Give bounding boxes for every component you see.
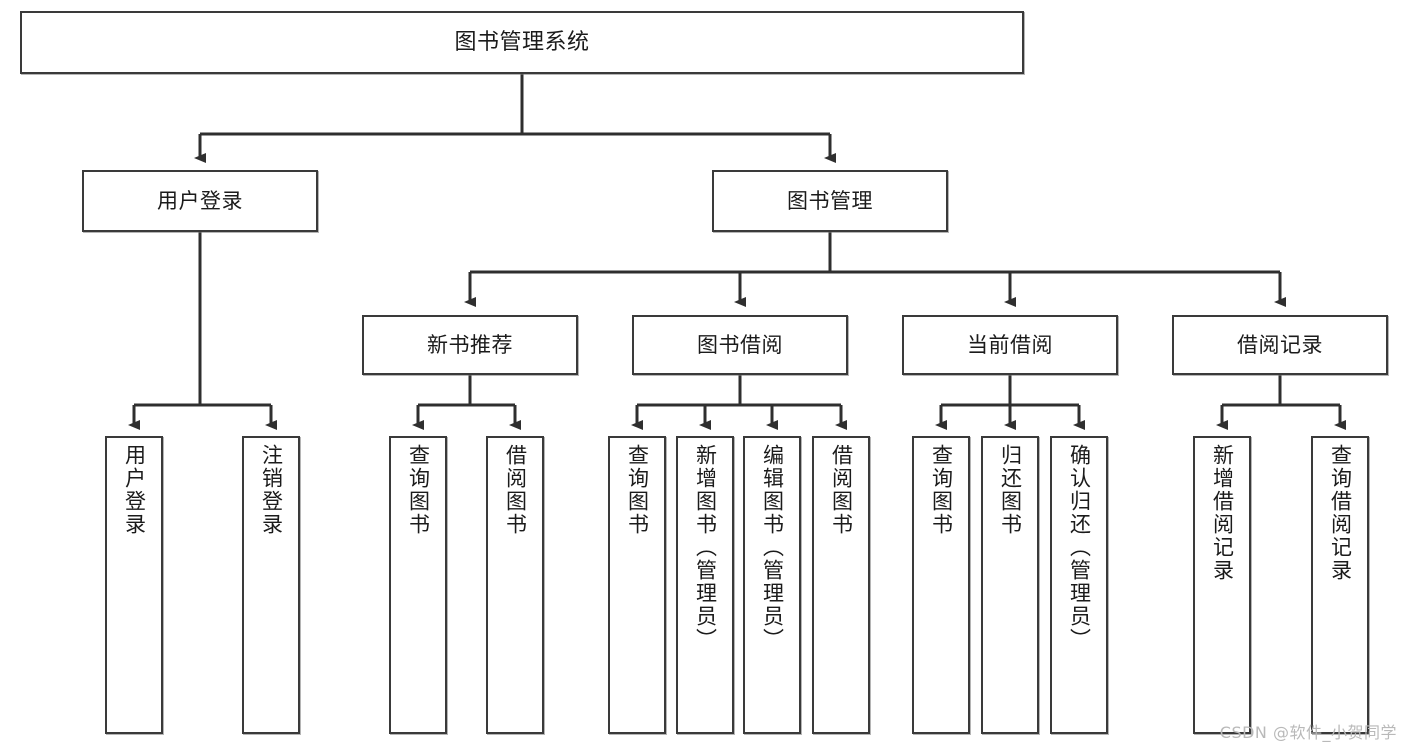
leaf-current-borrow-query-book[interactable]: 查询图书 xyxy=(912,436,970,734)
node-label: 图书管理 xyxy=(787,188,873,213)
node-label: 查询图书 xyxy=(929,444,954,536)
node-label: 查询图书 xyxy=(625,444,650,536)
node-label: 编辑图书（管理员） xyxy=(760,444,785,651)
leaf-current-borrow-return-book[interactable]: 归还图书 xyxy=(981,436,1039,734)
node-current-borrow[interactable]: 当前借阅 xyxy=(902,315,1118,375)
leaf-borrow-record-add-record[interactable]: 新增借阅记录 xyxy=(1193,436,1251,734)
node-root-book-management-system[interactable]: 图书管理系统 xyxy=(20,11,1024,74)
node-user-login[interactable]: 用户登录 xyxy=(82,170,318,232)
node-label: 借阅图书 xyxy=(503,444,528,536)
node-label: 借阅记录 xyxy=(1237,332,1323,357)
node-label: 新书推荐 xyxy=(427,332,513,357)
node-label: 图书借阅 xyxy=(697,332,783,357)
leaf-user-login-login[interactable]: 用户登录 xyxy=(105,436,163,734)
node-label: 当前借阅 xyxy=(967,332,1053,357)
leaf-book-borrow-add-book-admin[interactable]: 新增图书（管理员） xyxy=(676,436,734,734)
node-book-management[interactable]: 图书管理 xyxy=(712,170,948,232)
node-label: 新增图书（管理员） xyxy=(693,444,718,651)
node-label: 注销登录 xyxy=(259,444,284,536)
leaf-new-book-query-book[interactable]: 查询图书 xyxy=(389,436,447,734)
leaf-borrow-record-query-record[interactable]: 查询借阅记录 xyxy=(1311,436,1369,734)
node-label: 确认归还（管理员） xyxy=(1067,444,1092,651)
node-label: 图书管理系统 xyxy=(454,29,590,55)
leaf-book-borrow-edit-book-admin[interactable]: 编辑图书（管理员） xyxy=(743,436,801,734)
node-label: 用户登录 xyxy=(157,188,243,213)
node-label: 归还图书 xyxy=(998,444,1023,536)
leaf-current-borrow-confirm-return-admin[interactable]: 确认归还（管理员） xyxy=(1050,436,1108,734)
leaf-new-book-borrow-book[interactable]: 借阅图书 xyxy=(486,436,544,734)
node-label: 用户登录 xyxy=(122,444,147,536)
node-borrow-record[interactable]: 借阅记录 xyxy=(1172,315,1388,375)
leaf-user-login-logout[interactable]: 注销登录 xyxy=(242,436,300,734)
leaf-book-borrow-query-book[interactable]: 查询图书 xyxy=(608,436,666,734)
csdn-watermark: CSDN @软件_小贺同学 xyxy=(1219,723,1397,742)
node-book-borrow[interactable]: 图书借阅 xyxy=(632,315,848,375)
node-label: 查询图书 xyxy=(406,444,431,536)
node-new-book-recommend[interactable]: 新书推荐 xyxy=(362,315,578,375)
node-label: 查询借阅记录 xyxy=(1328,444,1353,582)
node-label: 新增借阅记录 xyxy=(1210,444,1235,582)
leaf-book-borrow-borrow-book[interactable]: 借阅图书 xyxy=(812,436,870,734)
node-label: 借阅图书 xyxy=(829,444,854,536)
